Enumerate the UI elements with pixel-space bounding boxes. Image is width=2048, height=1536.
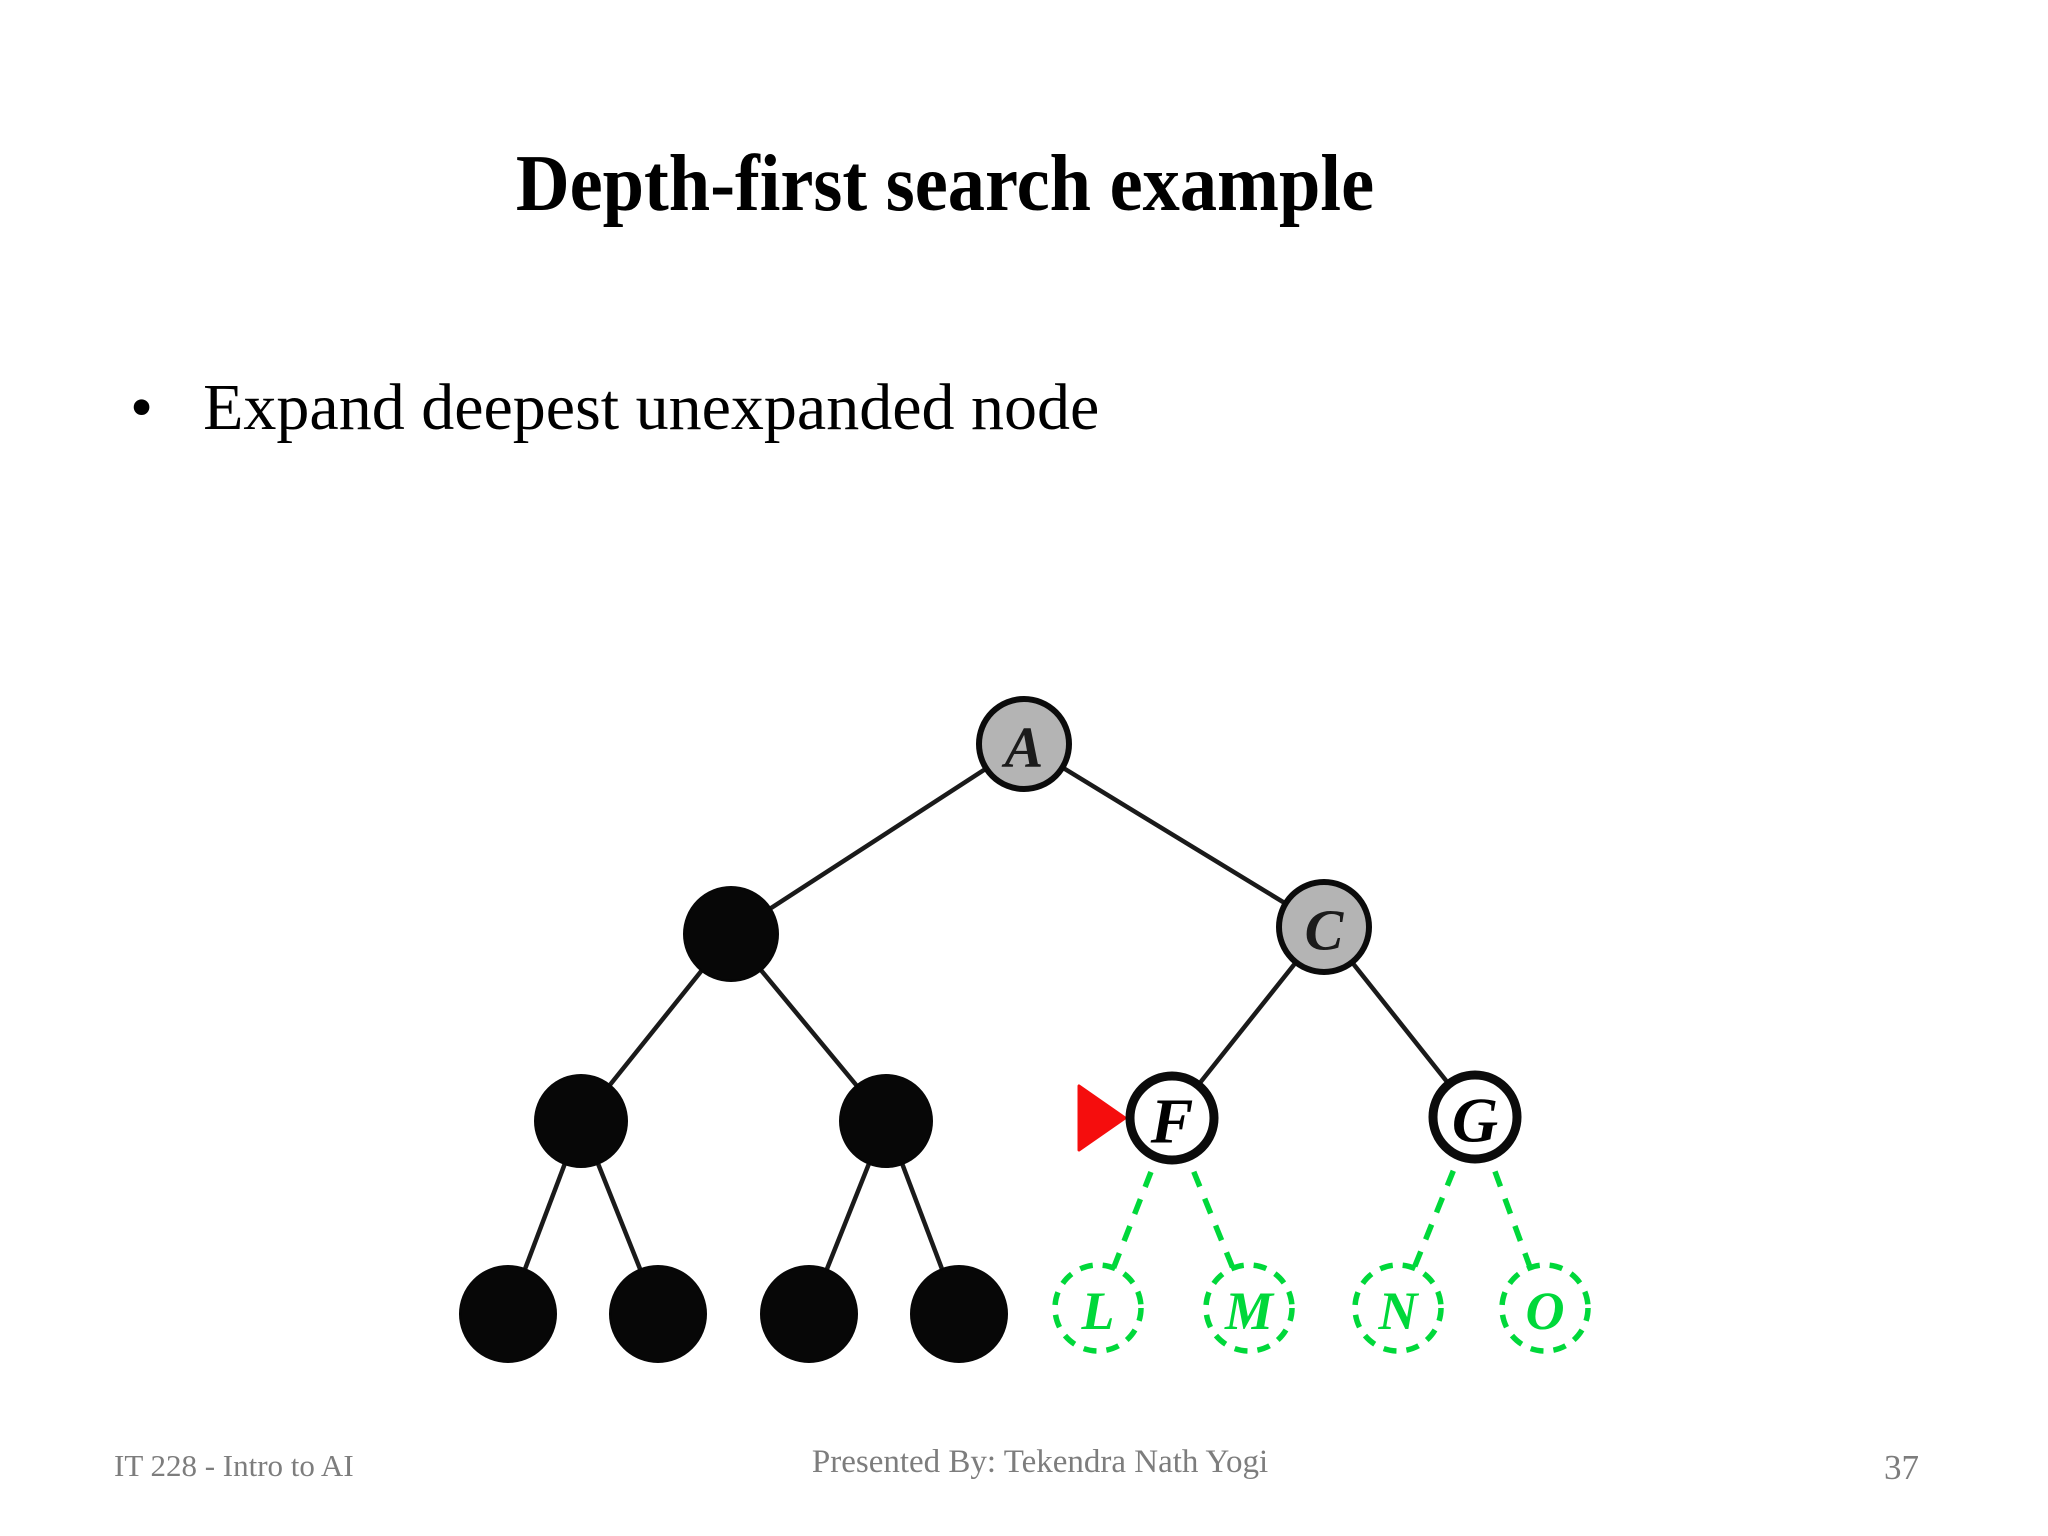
footer-presenter: Presented By: Tekendra Nath Yogi <box>811 1444 1269 1480</box>
tree-node-O <box>1499 1262 1591 1354</box>
footer-page-number: 37 <box>1884 1448 1919 1487</box>
tree-node-H <box>459 1265 557 1363</box>
tree-node-label-N: N <box>1378 1281 1420 1341</box>
tree-node-D <box>534 1074 628 1168</box>
tree-node-C <box>1276 879 1372 975</box>
tree-node-label-L: L <box>1081 1281 1115 1341</box>
tree-node-N <box>1352 1262 1444 1354</box>
bullet-text: Expand deepest unexpanded node <box>203 371 1100 444</box>
tree-node-L <box>1052 1262 1144 1354</box>
tree-node-F <box>1125 1071 1219 1165</box>
tree-node-M <box>1203 1262 1295 1354</box>
tree-edge-A-C <box>1022 742 1326 929</box>
footer-course-label: IT 228 - Intro to AI <box>114 1448 354 1483</box>
tree-node-label-O: O <box>1526 1281 1565 1341</box>
tree-node-G <box>1428 1070 1522 1164</box>
tree-node-K <box>910 1265 1008 1363</box>
tree-node-J <box>760 1265 858 1363</box>
tree-node-B <box>683 886 779 982</box>
tree-node-E <box>839 1074 933 1168</box>
slide-title: Depth-first search example <box>515 140 1375 228</box>
bullet-icon: • <box>130 371 154 444</box>
bullet-item: • Expand deepest unexpanded node <box>130 370 1099 446</box>
current-node-arrow-icon <box>1077 1084 1127 1152</box>
tree-node-I <box>609 1265 707 1363</box>
tree-node-label-M: M <box>1224 1281 1275 1341</box>
tree-node-label-A: A <box>1002 715 1044 780</box>
tree-node-label-F: F <box>1150 1086 1194 1157</box>
tree-node-label-G: G <box>1452 1085 1498 1156</box>
tree-node-A <box>976 696 1072 792</box>
tree-node-label-C: C <box>1305 898 1345 963</box>
tree-edge-A-B <box>729 742 1026 936</box>
